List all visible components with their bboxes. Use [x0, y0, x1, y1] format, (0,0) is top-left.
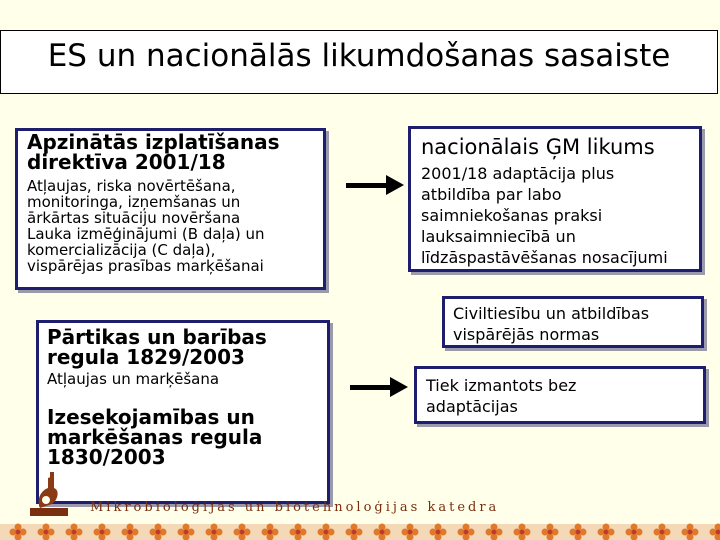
flower-ornament-icon [485, 523, 503, 540]
food-feed-body-line-1: Atļaujas un marķēšana [47, 370, 220, 388]
flower-ornament-icon [625, 523, 643, 540]
flower-ornament-icon [317, 523, 335, 540]
flower-ornament-icon [541, 523, 559, 540]
directive-body-line-2: monitoringa, izņemšanas un [27, 193, 241, 211]
directive-body-line-4: Lauka izmēģinājumi (B daļa) un [27, 225, 265, 243]
directive-body-line-6: vispārējas prasības marķēšanai [27, 257, 264, 275]
flower-ornament-icon [261, 523, 279, 540]
national-law-line-2: atbildība par labo [421, 185, 562, 204]
flower-ornament-icon [37, 523, 55, 540]
slide-title: ES un nacionālās likumdošanas sasaiste [47, 38, 671, 74]
directive-box: Apzinātās izplatīšanas direktīva 2001/18… [15, 128, 326, 290]
national-law-line-5: līdzāspastāvēšanas nosacījumi [421, 248, 668, 267]
directive-heading-line-2: direktīva 2001/18 [27, 150, 226, 174]
decorative-border [0, 523, 720, 540]
department-logo-icon [30, 472, 68, 516]
flower-ornament-icon [457, 523, 475, 540]
food-feed-heading-line-1: Pārtikas un barības [47, 325, 267, 349]
directive-heading-line-1: Apzinātās izplatīšanas [27, 130, 280, 154]
flower-ornament-icon [121, 523, 139, 540]
flower-ornament-icon [345, 523, 363, 540]
flower-ornament-icon [233, 523, 251, 540]
flower-ornament-icon [9, 523, 27, 540]
arrow-right-icon [346, 175, 404, 195]
food-feed-heading-line-2: regula 1829/2003 [47, 345, 245, 369]
flower-ornament-icon [569, 523, 587, 540]
flower-ornament-icon [93, 523, 111, 540]
traceability-heading-line-2: markēšanas regula [47, 425, 263, 449]
national-law-heading: nacionālais ĢM likums [421, 135, 655, 159]
arrow-right-icon [350, 377, 408, 397]
flower-ornament-icon [653, 523, 671, 540]
directive-body-line-3: ārkārtas situāciju novēršana [27, 209, 241, 227]
food-feed-box: Pārtikas un barības regula 1829/2003 Atļ… [36, 320, 330, 504]
used-without-adaptation-box: Tiek izmantots bez adaptācijas [414, 366, 706, 424]
flower-ornament-icon [177, 523, 195, 540]
traceability-heading-line-1: Izesekojamības un [47, 405, 255, 429]
used-without-adaptation-line-2: adaptācijas [426, 397, 518, 416]
civil-law-box: Civiltiesību un atbildības vispārējās no… [442, 296, 704, 348]
flower-ornament-icon [513, 523, 531, 540]
national-law-line-1: 2001/18 adaptācija plus [421, 164, 615, 183]
flower-ornament-icon [373, 523, 391, 540]
footer-department: Mikrobioloģijas un biotehnoloģijas kated… [90, 500, 500, 515]
flower-ornament-icon [597, 523, 615, 540]
directive-body-line-5: komercializācija (C daļa), [27, 241, 216, 259]
flower-ornament-icon [289, 523, 307, 540]
flower-ornament-icon [429, 523, 447, 540]
flower-ornament-icon [681, 523, 699, 540]
flower-ornament-icon [65, 523, 83, 540]
national-law-line-4: lauksaimniecībā un [421, 227, 576, 246]
title-box [0, 30, 718, 94]
civil-law-line-2: vispārējās normas [453, 325, 600, 344]
national-law-line-3: saimniekošanas praksi [421, 206, 603, 225]
civil-law-line-1: Civiltiesību un atbildības [453, 304, 650, 323]
flower-ornament-icon [149, 523, 167, 540]
directive-body-line-1: Atļaujas, riska novērtēšana, [27, 177, 236, 195]
national-law-box: nacionālais ĢM likums 2001/18 adaptācija… [408, 126, 702, 272]
flower-ornament-icon [709, 523, 720, 540]
flower-ornament-icon [401, 523, 419, 540]
traceability-heading-line-3: 1830/2003 [47, 445, 166, 469]
flower-ornament-icon [205, 523, 223, 540]
used-without-adaptation-line-1: Tiek izmantots bez [426, 376, 577, 395]
